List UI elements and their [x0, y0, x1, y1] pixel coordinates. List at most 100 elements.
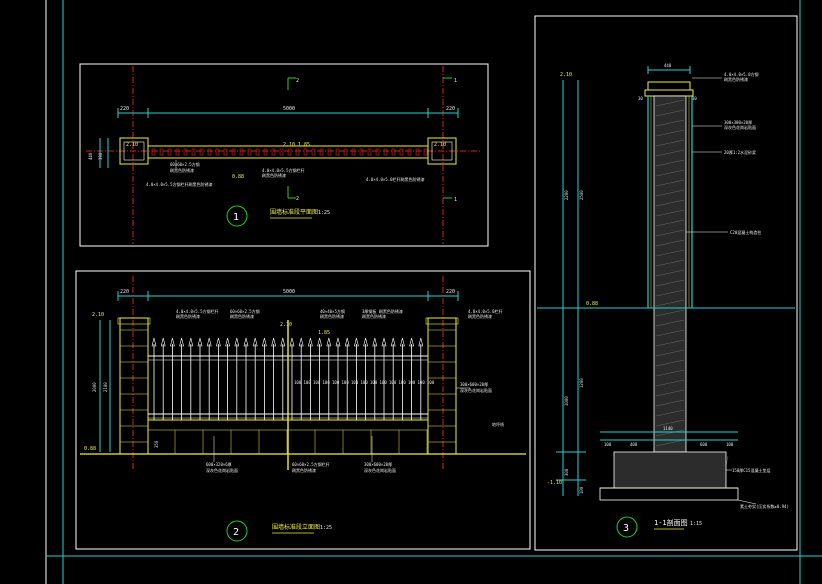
plan-post [207, 148, 212, 156]
hatch-line [655, 369, 685, 377]
picket-tip [390, 337, 396, 347]
hatch-line [655, 279, 685, 287]
plan-post [255, 148, 260, 156]
elevation-frame [75, 270, 531, 550]
spacing-label: 100 [408, 380, 416, 385]
section-dim-lower-b: 1200 [579, 378, 584, 388]
plan-section-2-bottom: 2 [296, 196, 299, 202]
elevation-note-top-5: 刷黑色防锈漆 [320, 313, 344, 319]
plan-note-4: 4.0×4.0×5.5方钢栏杆刷黑色防锈漆 [146, 181, 213, 187]
pier-cap [425, 317, 459, 325]
plan-level-mid: 2.10 [283, 142, 295, 148]
picket-tip [280, 337, 286, 347]
picket-tip [234, 337, 240, 347]
plan-post [279, 148, 284, 156]
picket-tip [216, 337, 221, 347]
plan-post [311, 148, 316, 156]
picket-tip [344, 337, 350, 347]
pier-cap [117, 317, 151, 325]
picket-tip [188, 337, 194, 347]
hatch-line [655, 299, 685, 307]
elevation-level-mid: 2.10 [280, 322, 292, 328]
spacing-label: 100 [323, 380, 331, 385]
elevation-note-top-2: 60×60×2.5方钢 [230, 308, 260, 314]
elevation-note-top-7: 刷黑色防锈漆 [362, 313, 386, 319]
section-dim-height-a: 2200 [564, 190, 569, 200]
plan-post [239, 148, 244, 156]
section-note-5: C20混凝土构造柱 [730, 229, 761, 235]
elevation-note-top-8: 4.0×4.0×5.0栏杆 [468, 308, 503, 314]
plan-post [183, 148, 188, 156]
plan-post [343, 148, 348, 156]
picket-tip [400, 337, 405, 347]
plan-post [319, 148, 324, 156]
hatch-line [655, 429, 685, 437]
elevation-number-circle [226, 520, 248, 542]
section-level-top: 2.10 [560, 72, 572, 78]
hatch-line [655, 409, 685, 417]
plan-post [263, 148, 268, 156]
plan-post [167, 148, 172, 156]
plan-post [151, 148, 156, 156]
picket-tip [170, 337, 175, 347]
elevation-note-top-6: 3厚钢板 刷黑色防锈漆 [362, 308, 403, 314]
hatch-line [655, 139, 685, 147]
plan-title: 围墙标准段平面图 [270, 208, 318, 216]
section-dim-lower-a: 1000 [564, 396, 569, 406]
picket-tip [372, 337, 378, 347]
section-number: 3 [623, 523, 629, 534]
hatch-line [655, 379, 685, 387]
plan-level-right: 2.10 [434, 142, 446, 148]
picket-tip [179, 337, 184, 347]
elevation-note-top-1: 刷黑色防锈漆 [176, 313, 200, 319]
section-note-0: 4.0×4.0×5.0方钢 [724, 71, 759, 77]
spacing-label: 100 [389, 380, 397, 385]
hatch-line [655, 339, 685, 347]
elevation-note-bottom-2: 60×60×2.5方钢栏杆 [292, 461, 330, 467]
picket-tip [160, 337, 166, 347]
picket-tip [206, 337, 212, 347]
hatch-line [655, 199, 685, 207]
plan-post [351, 148, 356, 156]
hatch-line [655, 209, 685, 217]
section-dim-base-1: 400 [630, 442, 638, 447]
plan-post [295, 148, 300, 156]
hatch-line [655, 319, 685, 327]
elevation-note-bottom-5: 深灰色花岗岩贴面 [364, 467, 396, 473]
spacing-label: 100 [399, 380, 407, 385]
elevation-view: 5000 220 220 2000 2100 350 2.10 0.88 2.1… [75, 270, 531, 550]
plan-section-1-bottom: 1 [454, 197, 457, 203]
plan-post [247, 148, 252, 156]
picket-tip [317, 337, 322, 347]
elevation-note-top-4: 40×40×5方钢 [320, 308, 345, 314]
elevation-note-right-2: 地坪线 [492, 421, 504, 427]
spacing-label: 100 [418, 380, 426, 385]
elevation-note-top-0: 4.0×4.0×5.5方钢栏杆 [176, 308, 219, 314]
picket-tip [363, 337, 368, 347]
plan-post [159, 148, 164, 156]
picket-tip [381, 337, 387, 347]
plan-frame [79, 63, 489, 247]
spacing-label: 100 [342, 380, 350, 385]
plan-post [231, 148, 236, 156]
plan-dim-right: 220 [446, 106, 455, 112]
section-column [653, 95, 687, 453]
plan-post [391, 148, 396, 156]
plan-post [383, 148, 388, 156]
hatch-line [655, 219, 685, 227]
section-dim-base-total: 1140 [663, 426, 673, 431]
elevation-note-top-3: 刷黑色防锈漆 [230, 313, 254, 319]
plan-note-5: 4.0×4.0×5.0栏杆刷黑色防锈漆 [366, 176, 425, 182]
plan-view: 5000 220 220 440 390 2 2 1 1 2.10 2.10 1… [79, 63, 489, 247]
picket-tip [271, 337, 276, 347]
hatch-line [655, 329, 685, 337]
section-cushion [599, 487, 739, 501]
hatch-line [655, 159, 685, 167]
elevation-dim-height-b: 2100 [103, 382, 108, 392]
spacing-label: 100 [380, 380, 388, 385]
section-frame [534, 15, 798, 551]
picket-tip [298, 337, 304, 347]
plan-post [191, 148, 196, 156]
plan-note-3: 刷黑色防锈漆 [262, 172, 286, 178]
elevation-dim-base: 350 [154, 440, 159, 448]
